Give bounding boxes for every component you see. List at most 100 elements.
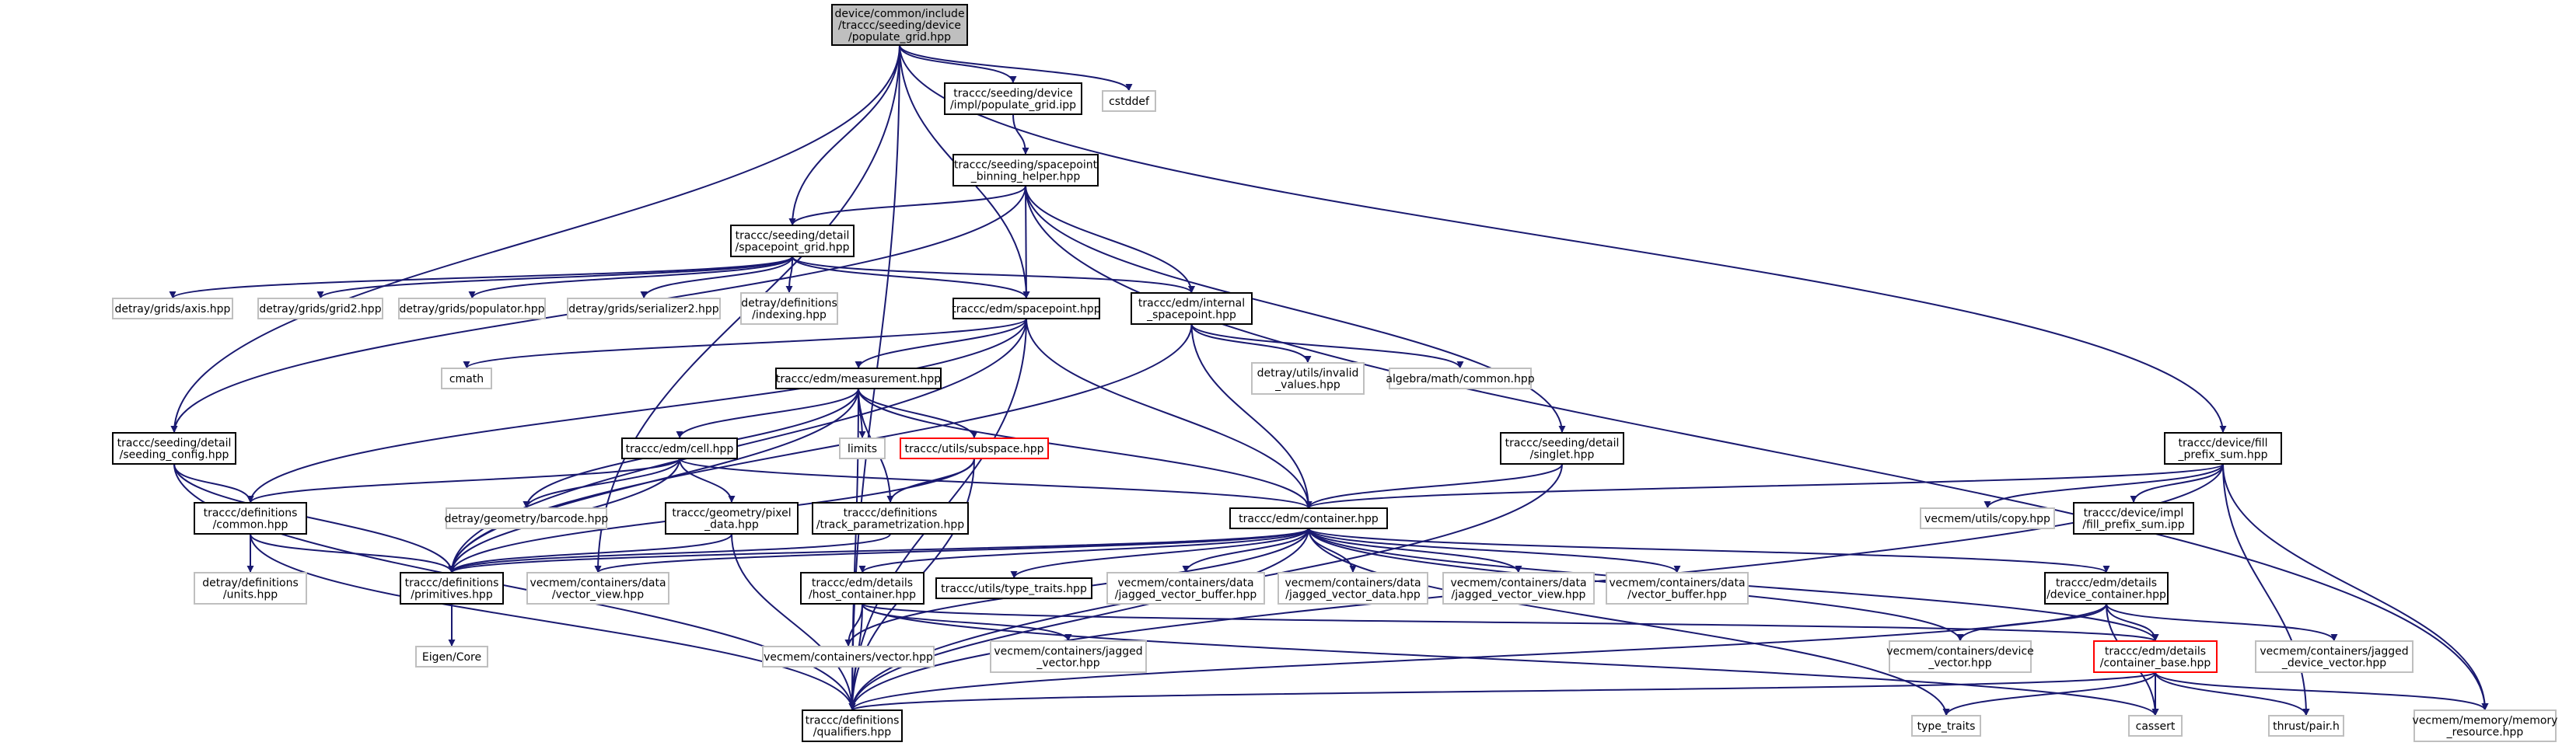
node-box: [1911, 715, 1981, 737]
edge-measurement-to-cell: [676, 388, 859, 439]
edge-measurement-to-primitives: [448, 388, 859, 573]
node-barcode[interactable]: detray/geometry/barcode.hpp: [445, 507, 609, 529]
node-fill_prefix_sum[interactable]: traccc/device/fill_prefix_sum.hpp: [2164, 432, 2282, 465]
node-singlet[interactable]: traccc/seeding/detail/singlet.hpp: [1500, 432, 1624, 465]
node-label: vecmem/containers/data: [1450, 577, 1586, 590]
node-type_traits_hpp[interactable]: traccc/utils/type_traits.hpp: [935, 577, 1092, 599]
edge-pixel_data-to-primitives: [448, 533, 732, 573]
node-label: traccc/definitions: [806, 715, 900, 727]
edge-measurement-to-container: [858, 388, 1312, 509]
node-eigen_core[interactable]: Eigen/Core: [415, 646, 488, 668]
node-cassert[interactable]: cassert: [2128, 715, 2183, 737]
node-algebra_common[interactable]: algebra/math/common.hpp: [1386, 368, 1535, 389]
node-jagged_vector_buffer[interactable]: vecmem/containers/data/jagged_vector_buf…: [1106, 572, 1265, 605]
node-label: limits: [848, 443, 877, 455]
node-box: [839, 437, 886, 459]
node-box: [665, 502, 799, 535]
node-measurement[interactable]: traccc/edm/measurement.hpp: [775, 368, 942, 389]
node-data_vector_view[interactable]: vecmem/containers/data/vector_view.hpp: [526, 572, 669, 605]
node-label: type_traits: [1917, 720, 1976, 733]
edge-fill_prefix_sum-to-vecmem_copy: [1984, 463, 2224, 509]
node-label: traccc/edm/spacepoint.hpp: [952, 303, 1100, 315]
node-thrust_pair[interactable]: thrust/pair.h: [2268, 715, 2344, 737]
node-memory_resource[interactable]: vecmem/memory/memory_resource.hpp: [2413, 709, 2558, 742]
node-label: /jagged_vector_view.hpp: [1452, 589, 1586, 601]
node-primitives[interactable]: traccc/definitions/primitives.hpp: [400, 572, 504, 605]
node-host_container[interactable]: traccc/edm/details/host_container.hpp: [800, 572, 924, 605]
node-cell[interactable]: traccc/edm/cell.hpp: [621, 437, 738, 459]
node-container_base[interactable]: traccc/edm/details/container_base.hpp: [2093, 640, 2218, 673]
node-label: vecmem/memory/memory: [2413, 715, 2558, 727]
node-cmath[interactable]: cmath: [441, 368, 492, 389]
edge-track_param-to-primitives: [448, 533, 891, 573]
node-label: /container_base.hpp: [2100, 657, 2211, 670]
node-spacepoint_grid[interactable]: traccc/seeding/detail/spacepoint_grid.hp…: [730, 225, 855, 257]
node-box: [802, 709, 903, 742]
node-edm_spacepoint[interactable]: traccc/edm/spacepoint.hpp: [952, 298, 1101, 319]
node-label: /qualifiers.hpp: [813, 727, 892, 739]
node-qualifiers[interactable]: traccc/definitions/qualifiers.hpp: [802, 709, 903, 742]
edge-root-to-populate_grid_ipp: [899, 44, 1017, 84]
node-container[interactable]: traccc/edm/container.hpp: [1229, 507, 1388, 529]
node-box: [415, 646, 488, 668]
node-box: [2093, 640, 2218, 673]
node-vecmem_vector[interactable]: vecmem/containers/vector.hpp: [762, 646, 935, 668]
node-vecmem_copy[interactable]: vecmem/utils/copy.hpp: [1920, 507, 2055, 529]
node-invalid_values[interactable]: detray/utils/invalid_values.hpp: [1251, 362, 1365, 395]
node-box: [526, 572, 669, 605]
node-track_param[interactable]: traccc/definitions/track_parametrization…: [812, 502, 969, 535]
edge-root-to-seeding_config: [170, 44, 900, 434]
node-label: detray/geometry/barcode.hpp: [445, 513, 609, 525]
edge-internal_spacepoint-to-algebra_common: [1190, 323, 1464, 369]
edge-device_container-to-container_base: [2106, 603, 2159, 642]
node-label: _vector.hpp: [1928, 657, 1991, 670]
node-serializer2[interactable]: detray/grids/serializer2.hpp: [567, 298, 721, 319]
node-box: [1889, 640, 2032, 673]
node-label: vecmem/containers/data: [1285, 577, 1421, 590]
edge-root-to-spacepoint_grid: [788, 44, 900, 226]
node-box: [400, 572, 504, 605]
node-box: [257, 298, 383, 319]
node-box: [944, 82, 1082, 115]
node-label: /vector_buffer.hpp: [1627, 589, 1727, 601]
node-label: /populate_grid.hpp: [848, 31, 951, 44]
node-type_traits[interactable]: type_traits: [1911, 715, 1981, 737]
node-binning_helper[interactable]: traccc/seeding/spacepoint_binning_helper…: [952, 154, 1099, 186]
node-fill_prefix_sum_ipp[interactable]: traccc/device/impl/fill_prefix_sum.ipp: [2073, 502, 2194, 535]
node-pixel_data[interactable]: traccc/geometry/pixel_data.hpp: [665, 502, 799, 535]
node-jagged_vector_data[interactable]: vecmem/containers/data/jagged_vector_dat…: [1278, 572, 1428, 605]
node-populate_grid_ipp[interactable]: traccc/seeding/device/impl/populate_grid…: [944, 82, 1082, 115]
node-label: vecmem/containers/device: [1886, 646, 2034, 658]
node-label: cstddef: [1109, 96, 1150, 108]
edge-container-to-host_container: [858, 528, 1309, 573]
node-jagged_vector_view[interactable]: vecmem/containers/data/jagged_vector_vie…: [1442, 572, 1595, 605]
node-device_vector[interactable]: vecmem/containers/device_vector.hpp: [1886, 640, 2034, 673]
edge-container-to-type_traits_hpp: [1010, 528, 1309, 579]
node-units[interactable]: detray/definitions/units.hpp: [194, 572, 307, 605]
node-grid2[interactable]: detray/grids/grid2.hpp: [257, 298, 383, 319]
node-jagged_device_vector[interactable]: vecmem/containers/jagged_device_vector.h…: [2255, 640, 2413, 673]
node-root[interactable]: device/common/include/traccc/seeding/dev…: [831, 4, 968, 46]
node-populator[interactable]: detray/grids/populator.hpp: [398, 298, 546, 319]
node-subspace[interactable]: traccc/utils/subspace.hpp: [900, 437, 1049, 459]
node-limits[interactable]: limits: [839, 437, 886, 459]
node-device_container[interactable]: traccc/edm/details/device_container.hpp: [2044, 572, 2169, 605]
node-internal_spacepoint[interactable]: traccc/edm/internal_spacepoint.hpp: [1131, 292, 1253, 325]
node-label: /impl/populate_grid.ipp: [950, 99, 1076, 112]
node-jagged_vector[interactable]: vecmem/containers/jagged_vector.hpp: [990, 640, 1147, 673]
node-vector_buffer[interactable]: vecmem/containers/data/vector_buffer.hpp: [1606, 572, 1749, 605]
node-defs_common[interactable]: traccc/definitions/common.hpp: [194, 502, 307, 535]
node-box: [1106, 572, 1265, 605]
node-indexing[interactable]: detray/definitions/indexing.hpp: [740, 292, 838, 325]
edge-spacepoint_grid-to-serializer2: [640, 256, 793, 299]
edge-edm_spacepoint-to-container: [1026, 318, 1312, 509]
node-axis[interactable]: detray/grids/axis.hpp: [112, 298, 233, 319]
node-label: traccc/edm/details: [812, 577, 913, 590]
edge-edm_spacepoint-to-cmath: [463, 318, 1027, 369]
edge-spacepoint_grid-to-populator: [468, 256, 793, 299]
node-cstddef[interactable]: cstddef: [1102, 90, 1156, 112]
node-box: [1251, 362, 1365, 395]
node-seeding_config[interactable]: traccc/seeding/detail/seeding_config.hpp: [112, 432, 236, 465]
edge-binning_helper-to-spacepoint_grid: [788, 185, 1026, 226]
